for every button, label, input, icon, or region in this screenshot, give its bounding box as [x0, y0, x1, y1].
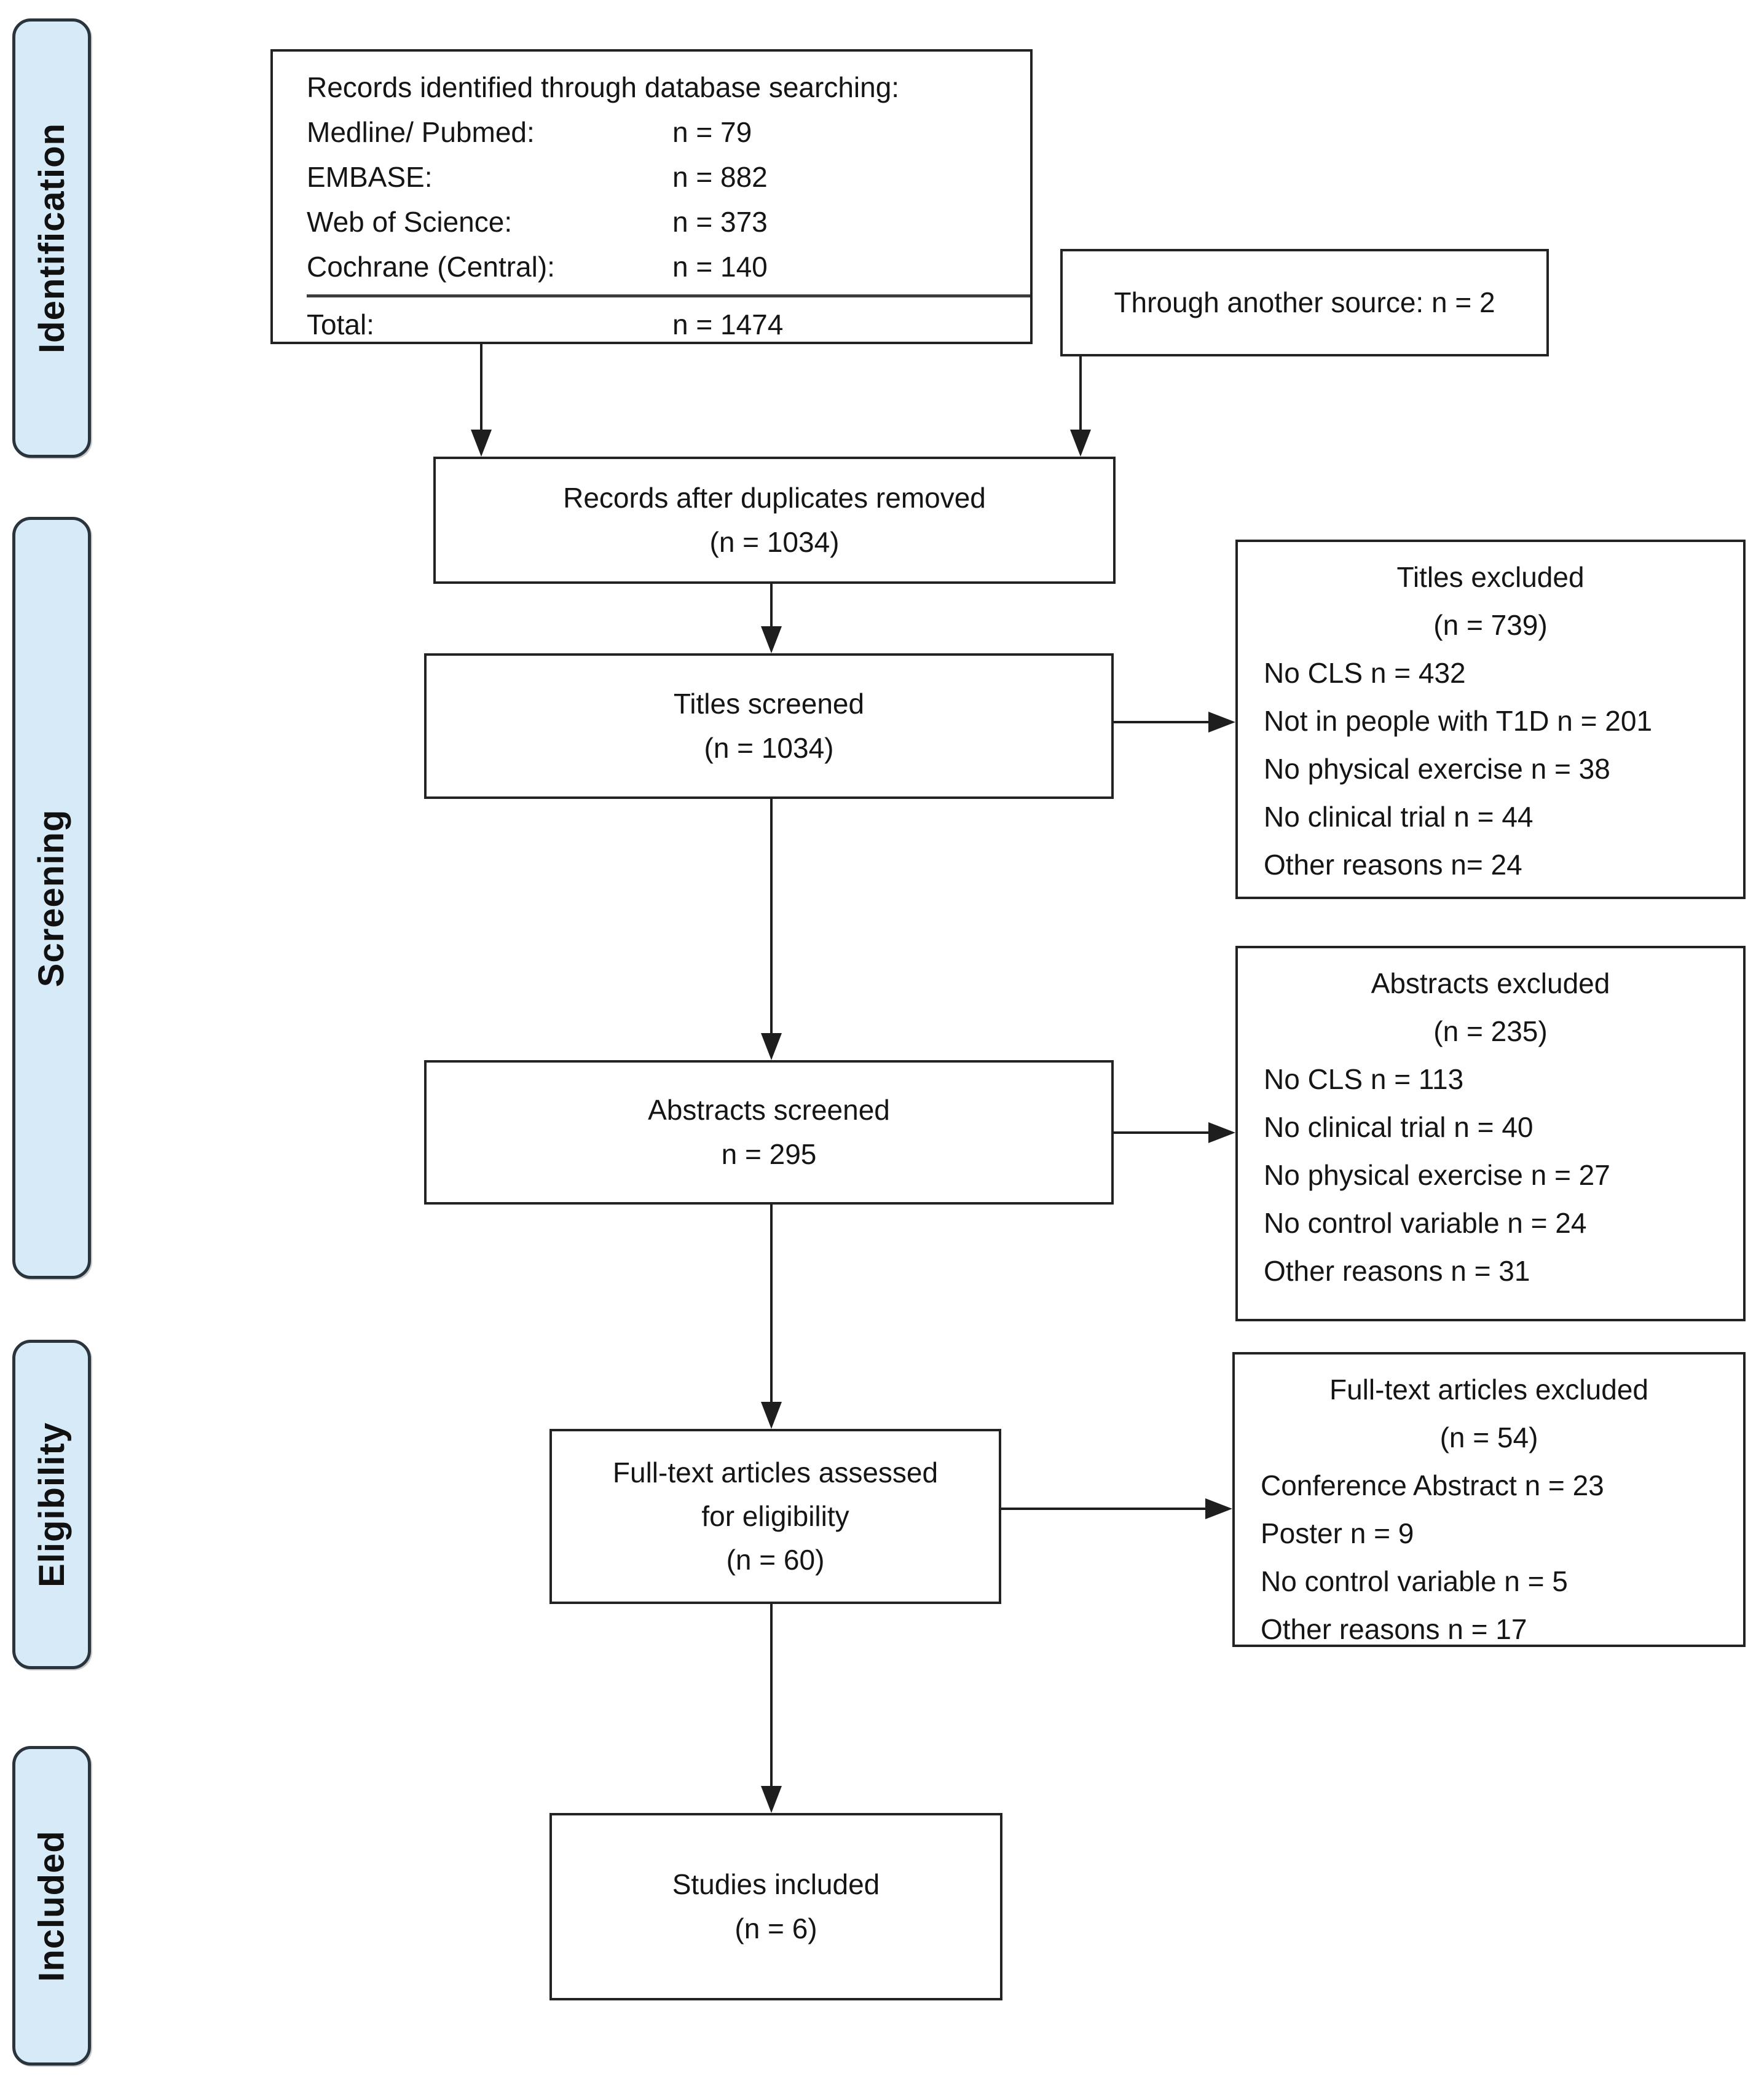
- arrow-duplicates-to-titles-head: [761, 626, 782, 653]
- arrow-fulltext-to-excluded-head: [1205, 1498, 1232, 1519]
- db-row-medline-label: Medline/ Pubmed:: [307, 116, 535, 148]
- arrow-titles-to-abstracts-line: [770, 799, 773, 1034]
- db-row-embase-label: EMBASE:: [307, 161, 433, 193]
- db-row-total-count: n = 1474: [672, 309, 784, 340]
- titles-excluded-title: Titles excluded: [1396, 561, 1585, 593]
- abstracts-excluded-reason: No clinical trial n = 40: [1264, 1111, 1534, 1143]
- db-row-medline: Medline/ Pubmed: n = 79: [307, 110, 996, 155]
- studies-included-box: Studies included (n = 6): [549, 1813, 1002, 2000]
- fulltext-excluded-reason: No control variable n = 5: [1261, 1565, 1568, 1597]
- abstracts-excluded-reason: No control variable n = 24: [1264, 1207, 1587, 1239]
- fulltext-assessed-line1: Full-text articles assessed: [612, 1456, 939, 1488]
- arrow-identified-to-duplicates-line: [480, 344, 482, 430]
- titles-excluded-reasons: No CLS n = 432 Not in people with T1D n …: [1264, 649, 1717, 889]
- titles-screened-line1: Titles screened: [673, 688, 865, 720]
- arrow-identified-to-duplicates-head: [471, 430, 492, 457]
- studies-included-line1: Studies included: [672, 1868, 880, 1901]
- stage-eligibility-label: Eligibility: [31, 1421, 72, 1587]
- titles-screened-line2: (n = 1034): [704, 731, 834, 764]
- arrow-titles-to-excluded-head: [1208, 712, 1235, 733]
- db-row-cochrane-count: n = 140: [672, 251, 768, 283]
- fulltext-assessed-box: Full-text articles assessed for eligibil…: [549, 1429, 1001, 1604]
- fulltext-excluded-reason: Other reasons n = 17: [1261, 1613, 1527, 1645]
- abstracts-excluded-reason: No physical exercise n = 27: [1264, 1159, 1610, 1191]
- abstracts-screened-box: Abstracts screened n = 295: [424, 1060, 1114, 1205]
- duplicates-removed-line1: Records after duplicates removed: [563, 482, 986, 514]
- abstracts-excluded-reason: No CLS n = 113: [1264, 1063, 1464, 1095]
- stage-identification-label: Identification: [31, 123, 72, 353]
- stage-identification: Identification: [12, 18, 91, 458]
- fulltext-excluded-title: Full-text articles excluded: [1329, 1374, 1648, 1406]
- arrow-duplicates-to-titles-line: [770, 584, 773, 627]
- fulltext-assessed-line3: (n = 60): [726, 1544, 825, 1576]
- abstracts-screened-line2: n = 295: [721, 1138, 817, 1170]
- db-row-webofscience-label: Web of Science:: [307, 206, 513, 238]
- titles-excluded-reason: Other reasons n= 24: [1264, 849, 1522, 881]
- stage-included: Included: [12, 1746, 91, 2066]
- arrow-abstracts-to-fulltext-line: [770, 1205, 773, 1402]
- titles-excluded-reason: Not in people with T1D n = 201: [1264, 705, 1653, 737]
- fulltext-excluded-box: Full-text articles excluded (n = 54) Con…: [1232, 1352, 1746, 1647]
- db-row-total: Total: n = 1474: [307, 302, 996, 347]
- total-separator-line: [307, 294, 1030, 297]
- abstracts-screened-line1: Abstracts screened: [648, 1094, 890, 1126]
- titles-excluded-reason: No clinical trial n = 44: [1264, 801, 1534, 833]
- duplicates-removed-box: Records after duplicates removed (n = 10…: [433, 457, 1116, 584]
- db-row-total-label: Total:: [307, 309, 374, 340]
- titles-excluded-reason: No physical exercise n = 38: [1264, 753, 1610, 785]
- arrow-abstracts-to-excluded-head: [1208, 1122, 1235, 1143]
- arrow-fulltext-to-included-line: [770, 1604, 773, 1787]
- duplicates-removed-line2: (n = 1034): [709, 525, 840, 558]
- abstracts-excluded-count: (n = 235): [1433, 1015, 1548, 1047]
- db-row-embase-count: n = 882: [672, 161, 768, 193]
- titles-excluded-box: Titles excluded (n = 739) No CLS n = 432…: [1235, 540, 1746, 899]
- arrow-anothersource-to-duplicates-head: [1070, 430, 1091, 457]
- stage-screening: Screening: [12, 517, 91, 1279]
- fulltext-excluded-count: (n = 54): [1439, 1421, 1538, 1453]
- arrow-anothersource-to-duplicates-line: [1079, 356, 1082, 430]
- db-row-cochrane-label: Cochrane (Central):: [307, 251, 555, 283]
- abstracts-excluded-reasons: No CLS n = 113 No clinical trial n = 40 …: [1264, 1055, 1717, 1295]
- titles-excluded-reason: No CLS n = 432: [1264, 657, 1466, 689]
- abstracts-excluded-title: Abstracts excluded: [1371, 967, 1610, 999]
- arrow-abstracts-to-fulltext-head: [761, 1402, 782, 1429]
- arrow-abstracts-to-excluded-line: [1114, 1131, 1209, 1134]
- db-row-webofscience: Web of Science: n = 373: [307, 200, 996, 245]
- titles-screened-box: Titles screened (n = 1034): [424, 653, 1114, 799]
- fulltext-excluded-reason: Poster n = 9: [1261, 1517, 1414, 1549]
- fulltext-excluded-reasons: Conference Abstract n = 23 Poster n = 9 …: [1261, 1461, 1717, 1653]
- records-identified-title: Records identified through database sear…: [307, 71, 900, 103]
- titles-excluded-count: (n = 739): [1433, 609, 1548, 641]
- db-row-cochrane: Cochrane (Central): n = 140: [307, 245, 996, 289]
- db-row-webofscience-count: n = 373: [672, 206, 768, 238]
- fulltext-excluded-reason: Conference Abstract n = 23: [1261, 1469, 1604, 1501]
- db-row-medline-count: n = 79: [672, 116, 752, 148]
- abstracts-excluded-reason: Other reasons n = 31: [1264, 1255, 1530, 1287]
- stage-included-label: Included: [31, 1830, 72, 1982]
- studies-included-line2: (n = 6): [734, 1912, 817, 1944]
- stage-eligibility: Eligibility: [12, 1340, 91, 1669]
- records-identified-box: Records identified through database sear…: [270, 49, 1033, 344]
- abstracts-excluded-box: Abstracts excluded (n = 235) No CLS n = …: [1235, 946, 1746, 1321]
- db-row-embase: EMBASE: n = 882: [307, 155, 996, 200]
- stage-screening-label: Screening: [31, 809, 72, 987]
- another-source-box: Through another source: n = 2: [1060, 249, 1549, 356]
- arrow-titles-to-abstracts-head: [761, 1033, 782, 1060]
- another-source-text: Through another source: n = 2: [1114, 286, 1495, 318]
- arrow-fulltext-to-included-head: [761, 1786, 782, 1813]
- arrow-titles-to-excluded-line: [1114, 721, 1209, 723]
- arrow-fulltext-to-excluded-line: [1001, 1508, 1206, 1510]
- fulltext-assessed-line2: for eligibility: [701, 1500, 849, 1532]
